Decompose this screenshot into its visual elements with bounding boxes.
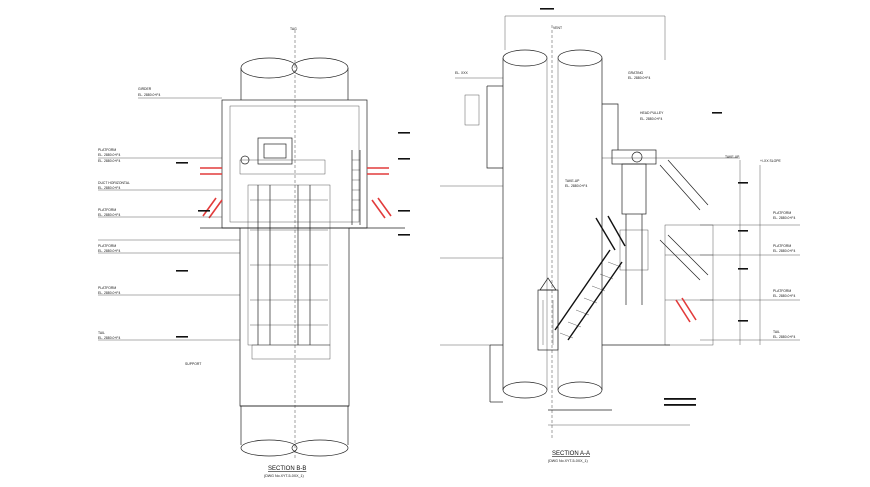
red-brace-markers xyxy=(200,167,392,219)
label-a-8: PLATFORM xyxy=(773,211,791,215)
dimension-marks-b xyxy=(176,132,410,338)
label-a-13: EL. 2880.0+F4 xyxy=(773,294,795,298)
head-drive xyxy=(239,137,326,175)
base-plate xyxy=(548,398,696,426)
elevator-shaft xyxy=(239,184,350,407)
red-markers-a xyxy=(675,297,697,323)
label-a-4: HEAD PULLEY xyxy=(640,111,664,115)
top-dimension-chain xyxy=(504,8,666,60)
section-b-labels: GIRDER EL. 2880.0+F4 PLATFORM EL. 2880.0… xyxy=(98,27,297,366)
label-a-16: TAKE-UP xyxy=(725,155,740,159)
label-b-10: EL. 2880.0+F4 xyxy=(98,249,120,253)
label-a-10: PLATFORM xyxy=(773,244,791,248)
section-b-drawing: GIRDER EL. 2880.0+F4 PLATFORM EL. 2880.0… xyxy=(98,27,410,478)
label-a-17: +/-XX SLOPE xyxy=(760,159,782,163)
housing-outline xyxy=(464,85,670,403)
label-a-1: EL. XXX xyxy=(455,71,469,75)
label-b-16: TAG xyxy=(290,27,297,31)
inclined-conveyor xyxy=(554,215,626,341)
silo-tubes xyxy=(502,25,603,440)
elevation-leaders-a xyxy=(440,77,800,346)
section-b-title: SECTION B-B xyxy=(268,466,306,472)
label-b-0: GIRDER xyxy=(138,87,152,91)
label-b-14: EL. 2880.0+F4 xyxy=(98,336,120,340)
label-a-9: EL. 2880.0+F4 xyxy=(773,216,795,220)
section-a-labels: VENT EL. XXX GRATING EL. 2880.0+F4 HEAD … xyxy=(455,26,795,339)
section-a-title: SECTION A-A xyxy=(552,451,590,457)
label-b-7: PLATFORM xyxy=(98,208,116,212)
label-b-4: EL. 2880.0+F4 xyxy=(98,159,120,163)
label-a-2: GRATING xyxy=(628,71,644,75)
label-b-15: SUPPORT xyxy=(185,362,201,366)
label-b-9: PLATFORM xyxy=(98,244,116,248)
elevator-leg xyxy=(611,149,657,305)
label-b-12: EL. 2880.0+F4 xyxy=(98,291,120,295)
label-a-14: TAIL xyxy=(773,330,780,334)
label-b-11: PLATFORM xyxy=(98,286,116,290)
label-a-11: EL. 2880.0+F4 xyxy=(773,249,795,253)
label-b-5: DUCT HORIZONTAL xyxy=(98,181,130,185)
section-a-drawing: VENT EL. XXX GRATING EL. 2880.0+F4 HEAD … xyxy=(440,8,800,463)
silo-bottom xyxy=(240,406,349,457)
label-a-12: PLATFORM xyxy=(773,289,791,293)
label-a-3: EL. 2880.0+F4 xyxy=(628,76,650,80)
silo-top-cap xyxy=(240,30,349,460)
label-a-6: TAKE-UP xyxy=(565,179,580,183)
tail-pulley xyxy=(537,277,559,351)
label-a-5: EL. 2880.0+F4 xyxy=(640,117,662,121)
label-b-1: EL. 2880.0+F4 xyxy=(138,93,160,97)
right-stairs xyxy=(659,159,714,346)
ladder xyxy=(351,150,361,225)
label-b-13: TAIL xyxy=(98,331,105,335)
label-b-6: EL. 2880.0+F4 xyxy=(98,186,120,190)
label-a-0: VENT xyxy=(553,26,562,30)
section-a-subtitle: (DWG No.XYT-5-0XX_1) xyxy=(548,459,588,463)
label-a-15: EL. 2880.0+F4 xyxy=(773,335,795,339)
upper-housing xyxy=(200,99,405,229)
label-b-3: EL. 2880.0+F4 xyxy=(98,153,120,157)
label-b-2: PLATFORM xyxy=(98,148,116,152)
elevation-leaders-b xyxy=(98,97,240,341)
right-dimension-chain xyxy=(712,112,761,345)
label-a-7: EL. 2880.0+F4 xyxy=(565,184,587,188)
label-b-8: EL. 2880.0+F4 xyxy=(98,213,120,217)
section-b-subtitle: (DWG No.XYT-5-0XX_1) xyxy=(264,474,304,478)
